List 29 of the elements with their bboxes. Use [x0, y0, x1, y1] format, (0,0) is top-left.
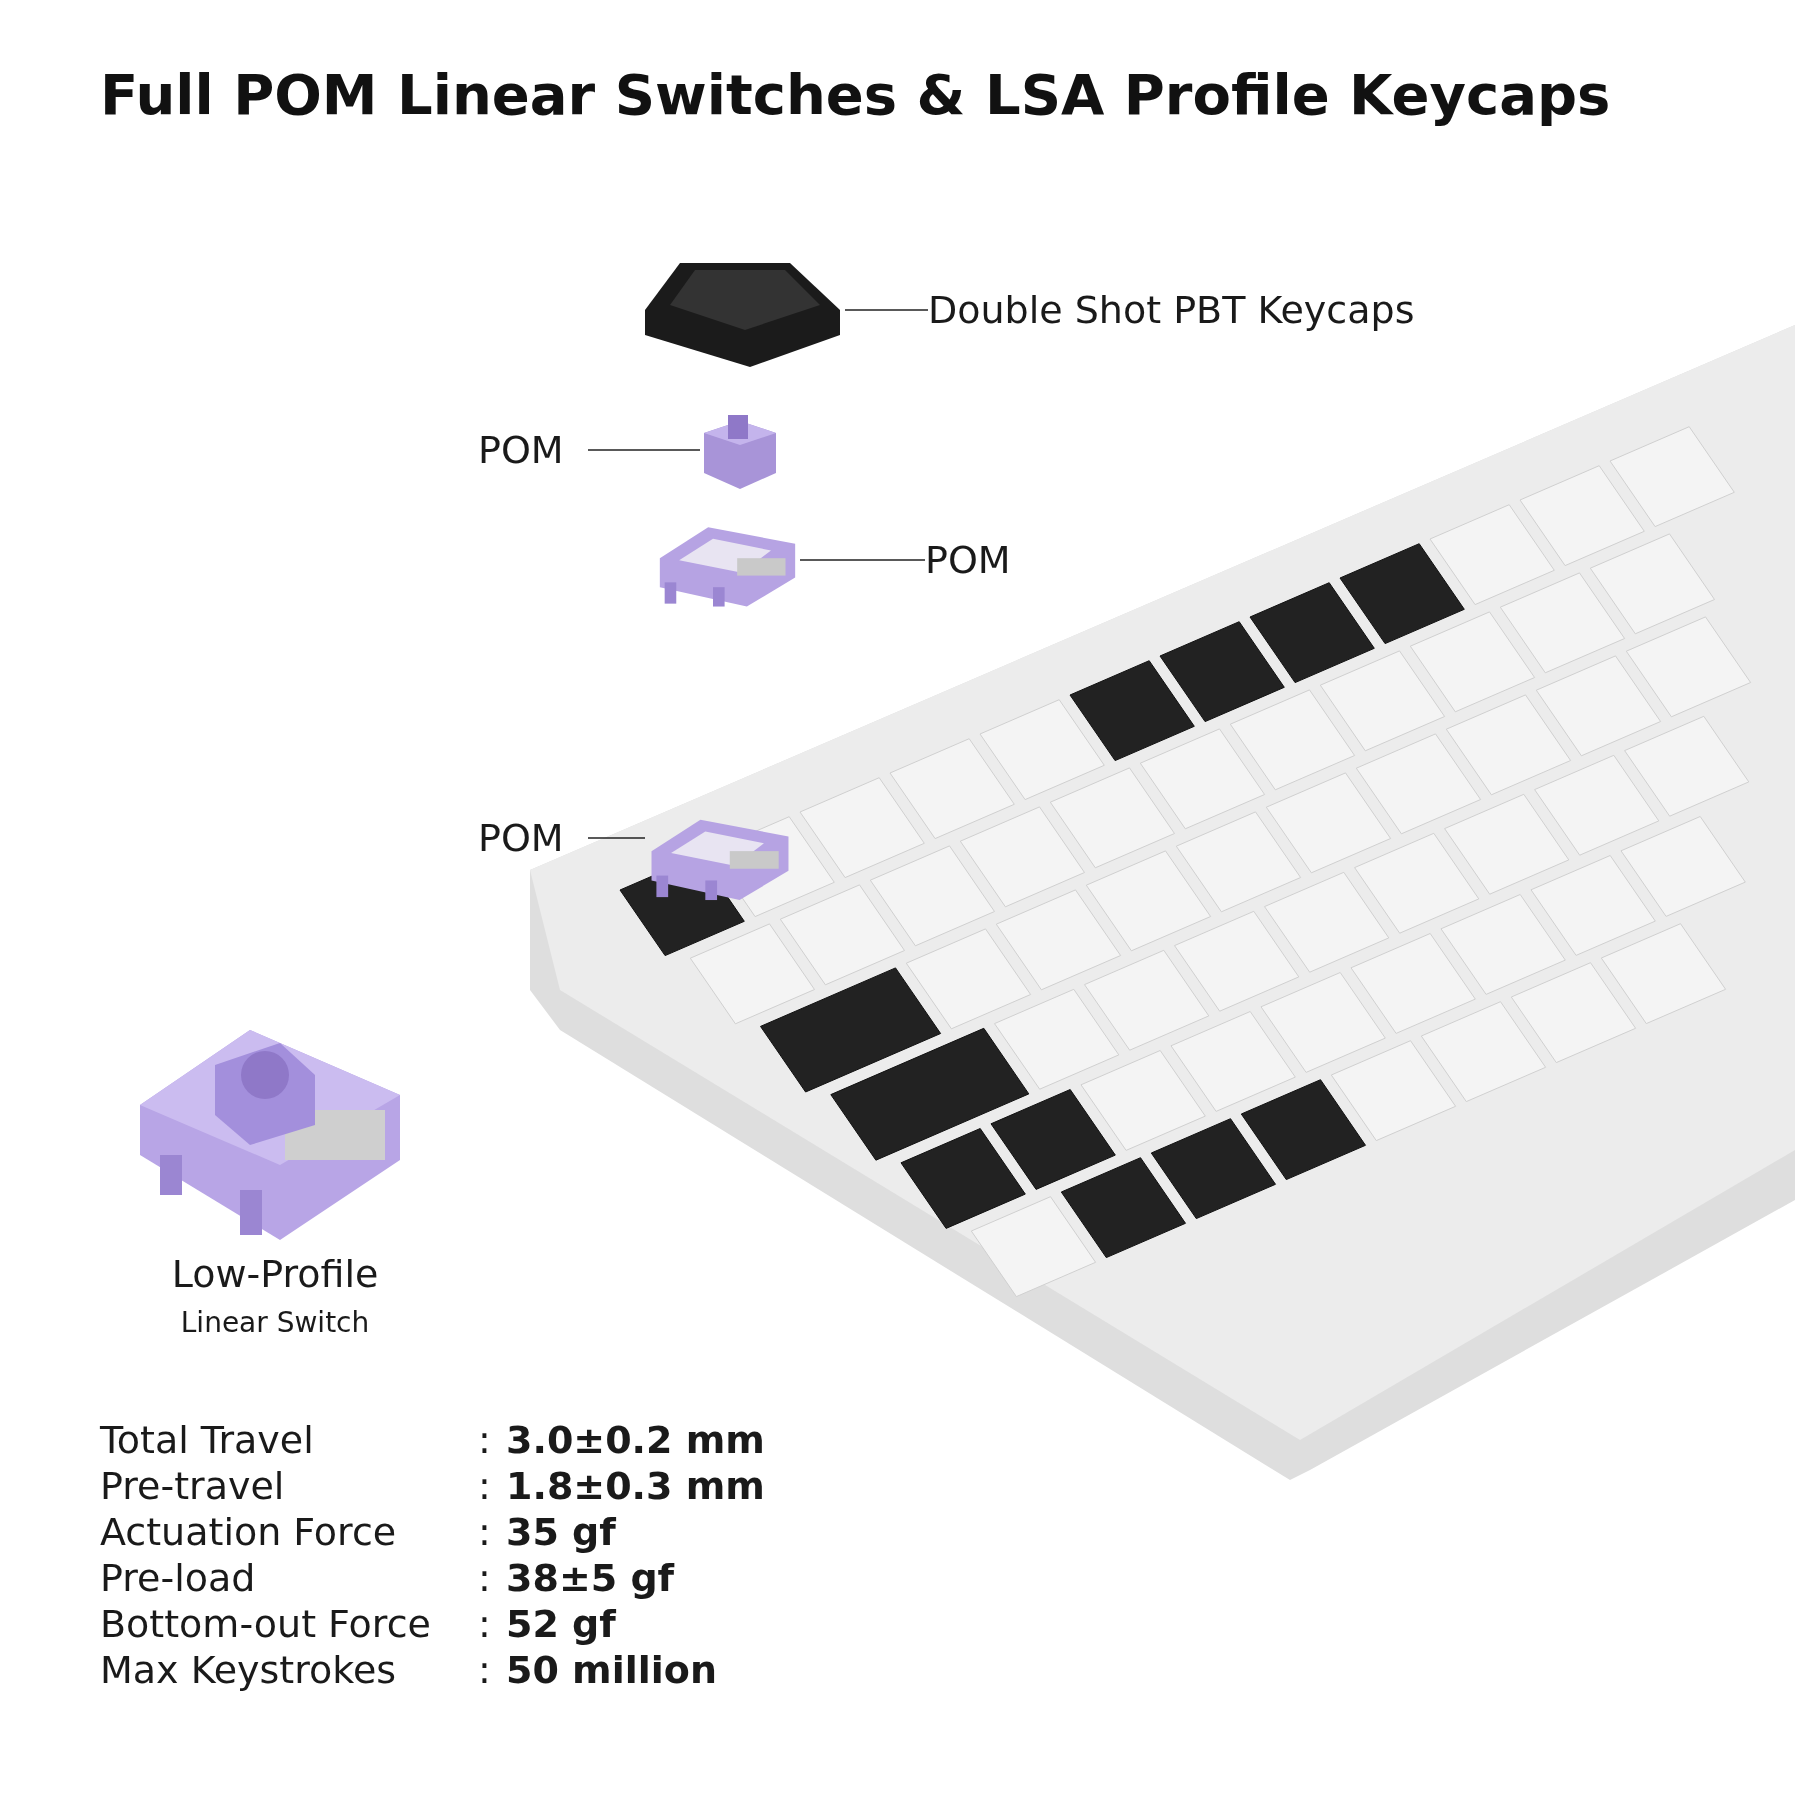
separator: : [478, 1510, 492, 1554]
leader-line [844, 309, 929, 311]
spec-value: 52 gf [506, 1602, 617, 1646]
leader-line [587, 837, 646, 839]
separator: : [478, 1418, 492, 1462]
leader-line [587, 449, 701, 451]
spec-name: Pre-load [100, 1556, 257, 1600]
spec-name: Total Travel [100, 1418, 315, 1462]
separator: : [478, 1556, 492, 1600]
callout-label: Double Shot PBT Keycaps [928, 288, 1415, 332]
separator: : [478, 1464, 492, 1508]
callout-label: POM [478, 428, 564, 472]
callout-label: POM [478, 816, 564, 860]
spec-value: 38±5 gf [506, 1556, 676, 1600]
spec-value: 1.8±0.3 mm [506, 1464, 765, 1508]
switch-type: Linear Switch [179, 1306, 371, 1339]
spec-name: Max Keystrokes [100, 1648, 398, 1692]
spec-value: 50 million [506, 1648, 718, 1692]
switch-name: Low-Profile [170, 1252, 380, 1296]
spec-value: 35 gf [506, 1510, 617, 1554]
separator: : [478, 1648, 492, 1692]
callout-label: POM [925, 538, 1011, 582]
spec-name: Bottom-out Force [100, 1602, 432, 1646]
title: Full POM Linear Switches & LSA Profile Keycaps [100, 62, 1611, 127]
leader-line [799, 559, 926, 561]
spec-value: 3.0±0.2 mm [506, 1418, 765, 1462]
spec-name: Pre-travel [100, 1464, 286, 1508]
separator: : [478, 1602, 492, 1646]
spec-name: Actuation Force [100, 1510, 398, 1554]
